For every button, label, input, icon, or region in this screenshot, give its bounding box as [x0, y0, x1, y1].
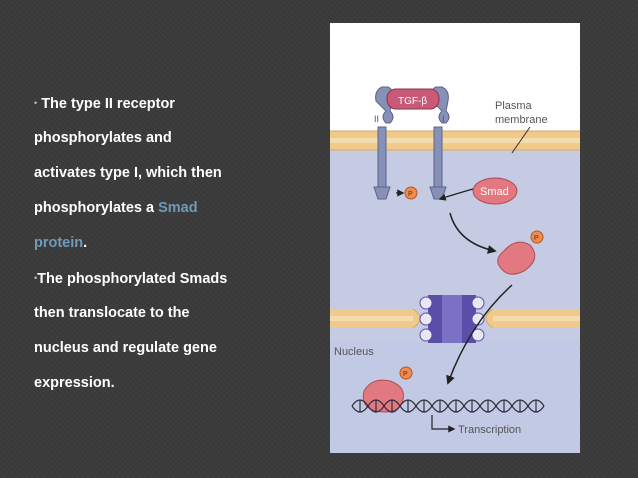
receptor-i-label: I	[442, 114, 445, 124]
tgf-beta-ligand	[386, 88, 440, 110]
bullet1-line1: • The type II receptor	[34, 96, 175, 112]
phosphate-label-1: P	[408, 191, 413, 198]
transcription-arrow	[431, 415, 456, 433]
bullet2-line1: •The phosphorylated Smads	[34, 271, 228, 287]
bullet2-line2: then translocate to the	[34, 305, 190, 321]
bullet2-line4: expression.	[34, 375, 115, 391]
extracellular-space	[330, 23, 580, 133]
tgf-beta-label: TGF-β	[398, 96, 427, 107]
protein-highlight: protein	[34, 235, 84, 251]
plasma-label-line1: Plasma	[495, 100, 533, 112]
smad-highlight: Smad	[158, 200, 198, 216]
bullet-icon: •	[34, 98, 38, 108]
arrow-phosphorylation	[449, 212, 497, 254]
bullet2-line3: nucleus and regulate gene	[34, 340, 217, 356]
bullet-icon: •	[34, 273, 38, 283]
slide-text: • The type II receptor phosphorylates an…	[34, 86, 294, 401]
nucleus-label: Nucleus	[334, 346, 374, 358]
membrane-pointer-line	[511, 126, 531, 154]
smad-label: Smad	[480, 186, 509, 198]
dna-helix	[351, 399, 545, 413]
plasma-membrane	[330, 130, 580, 151]
smad-protein-phosphorylated	[497, 241, 536, 275]
transcription-label: Transcription	[458, 424, 521, 436]
receptor-ii-label: II	[374, 114, 379, 124]
membrane-label-line2: membrane	[495, 114, 548, 126]
bullet1-line2: phosphorylates and	[34, 130, 172, 146]
phosphate-receptor	[404, 186, 418, 200]
smad-protein-inactive	[472, 177, 518, 205]
bullet1-line3: activates type I, which then	[34, 165, 222, 181]
arrow-translocation	[446, 284, 513, 385]
bullet1-line5: protein.	[34, 235, 88, 251]
nuclear-pore	[419, 295, 485, 343]
bullet1-line4: phosphorylates a Smad	[34, 200, 198, 216]
phosphate-smad-1	[530, 230, 544, 244]
phosphate-label-3: P	[403, 371, 408, 378]
phosphate-smad-2	[399, 366, 413, 380]
arrow-smad-to-receptor	[438, 188, 474, 201]
tgf-beta-signaling-figure: II I TGF-β Plasma membrane P Smad P	[330, 23, 580, 453]
nuclear-envelope	[330, 308, 580, 329]
phosphate-label-2: P	[534, 235, 539, 242]
